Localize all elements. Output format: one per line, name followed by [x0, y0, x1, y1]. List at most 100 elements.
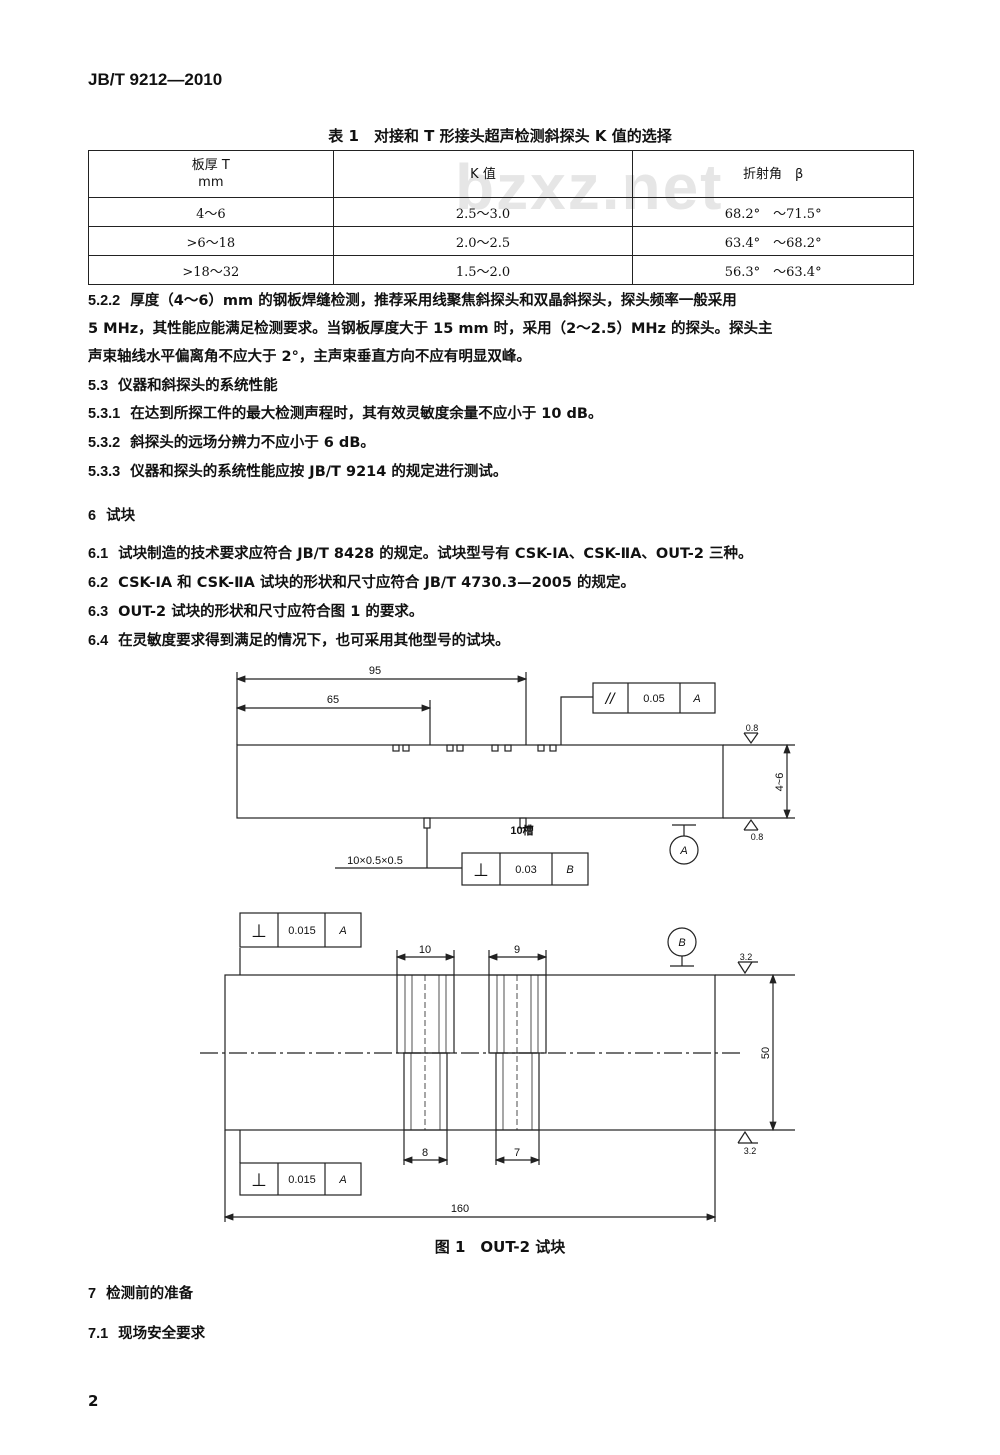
perpendicularity-frame	[461, 852, 589, 886]
header-thickness-line2: mm	[198, 175, 224, 190]
slot-marker	[519, 817, 527, 829]
dim-label-10: 10	[419, 944, 431, 956]
para-5-3-3: 5.3.3 仪器和探头的系统性能应按 JB/T 9214 的规定进行测试。	[88, 458, 507, 486]
datum-label-b: B	[678, 937, 685, 949]
para-text: 检测前的准备	[106, 1286, 194, 1302]
slot-marker	[423, 817, 431, 829]
cell-thickness: 4～6	[88, 197, 334, 227]
para-text: 在灵敏度要求得到满足的情况下，也可采用其他型号的试块。	[118, 633, 510, 649]
cell-thickness: >6～18	[88, 226, 334, 256]
perp-datum: B	[566, 864, 573, 876]
para-number: 7.1	[88, 1326, 109, 1342]
dim-label-9: 9	[514, 944, 520, 956]
slot	[491, 744, 499, 752]
para-5-2-2-line3: 声束轴线水平偏离角不应大于 2°，主声束垂直方向不应有明显双峰。	[88, 349, 531, 365]
table-row: 4～6 2.5～3.0 68.2° ～71.5°	[88, 197, 914, 227]
perp-tolerance-top: 0.015	[288, 925, 316, 937]
dim-label-95: 95	[369, 665, 381, 677]
table-row: >18～32 1.5～2.0 56.3° ～63.4°	[88, 255, 914, 285]
para-6-1: 6.1 试块制造的技术要求应符合 JB/T 8428 的规定。试块型号有 CSK-…	[88, 540, 752, 568]
para-number: 6.3	[88, 604, 109, 620]
para-number: 5.3	[88, 378, 109, 394]
k-value-table: 板厚 T mm K 值 折射角 β 4～6 2.5～3.0 68.2° ～71.…	[88, 150, 914, 285]
para-number: 6.1	[88, 546, 109, 562]
parallel-tolerance: 0.05	[643, 693, 664, 705]
dim-label-thickness: 4~6	[774, 773, 786, 792]
para-number: 5.2.2	[88, 293, 121, 309]
table-row: >6～18 2.0～2.5 63.4° ～68.2°	[88, 226, 914, 256]
slot	[392, 744, 400, 752]
perp-symbol-top: ⊥	[251, 921, 267, 941]
perp-datum-top: A	[338, 925, 346, 937]
figure-1-drawing: 95 65 // 0.05 A 10槽 10×0.5×0.5 ⊥ 0.03 B …	[200, 665, 795, 1222]
para-text: 仪器和探头的系统性能应按 JB/T 9214 的规定进行测试。	[130, 464, 508, 480]
hole-lower-2	[495, 1052, 540, 1131]
para-text: 仪器和斜探头的系统性能	[118, 378, 278, 394]
slot	[537, 744, 545, 752]
slots-note: 10槽	[510, 823, 533, 837]
para-5-2-2-line2: 5 MHz，其性能应能满足检测要求。当钢板厚度大于 15 mm 时，采用（2～2…	[88, 321, 773, 337]
para-5-3-2: 5.3.2 斜探头的远场分辨力不应小于 6 dB。	[88, 429, 375, 457]
header-k-value: K 值	[332, 150, 634, 198]
dim-label-8: 8	[422, 1147, 428, 1159]
parallelism-frame	[592, 682, 716, 714]
para-number: 6	[88, 508, 97, 524]
standard-code: JB/T 9212—2010	[88, 70, 223, 89]
para-text: 在达到所探工件的最大检测声程时，其有效灵敏度余量不应小于 10 dB。	[130, 406, 603, 422]
para-number: 6.4	[88, 633, 109, 649]
figure-caption: 图 1 OUT-2 试块	[434, 1238, 566, 1256]
roughness-value: 0.8	[751, 832, 764, 842]
para-text: 斜探头的远场分辨力不应小于 6 dB。	[130, 435, 375, 451]
hole-lower-1	[403, 1052, 448, 1131]
para-number: 5.3.1	[88, 406, 121, 422]
perp-tolerance-bottom: 0.015	[288, 1174, 316, 1186]
slot	[504, 744, 512, 752]
roughness-value: 3.2	[740, 952, 753, 962]
dim-label-50: 50	[760, 1047, 772, 1059]
slot	[456, 744, 464, 752]
datum-label-a: A	[679, 845, 687, 857]
datum-circle-a	[669, 835, 699, 865]
para-5-3-1: 5.3.1 在达到所探工件的最大检测声程时，其有效灵敏度余量不应小于 10 dB。	[88, 400, 602, 428]
table-header-row: 板厚 T mm K 值 折射角 β	[88, 150, 914, 198]
perpendicularity-frame-bottom	[239, 1162, 362, 1196]
table-title: 表 1 对接和 T 形接头超声检测斜探头 K 值的选择	[328, 127, 672, 145]
roughness-symbol	[737, 961, 753, 975]
header-thickness-line1: 板厚 T	[191, 158, 230, 173]
hole-upper-1	[396, 974, 455, 1054]
leader-line	[560, 696, 593, 745]
perp-symbol: ⊥	[473, 860, 489, 880]
para-text: CSK-ⅠA 和 CSK-ⅡA 试块的形状和尺寸应符合 JB/T 4730.3—…	[118, 575, 635, 591]
dim-label-65: 65	[327, 694, 339, 706]
dim-label-7: 7	[514, 1147, 520, 1159]
para-number: 5.3.3	[88, 464, 121, 480]
dim-label-160: 160	[451, 1203, 469, 1215]
cell-angle: 68.2° ～71.5°	[632, 197, 914, 227]
para-text: 试块	[106, 508, 136, 524]
para-text: 试块制造的技术要求应符合 JB/T 8428 的规定。试块型号有 CSK-ⅠA、…	[118, 546, 753, 562]
cell-k: 1.5～2.0	[332, 255, 634, 285]
slot	[549, 744, 557, 752]
perpendicularity-frame-top	[239, 912, 362, 948]
roughness-value: 0.8	[746, 723, 759, 733]
para-number: 5.3.2	[88, 435, 121, 451]
cell-k: 2.0～2.5	[332, 226, 634, 256]
slot	[446, 744, 454, 752]
cell-angle: 56.3° ～63.4°	[632, 255, 914, 285]
perp-datum-bottom: A	[338, 1174, 346, 1186]
hole-upper-2	[488, 974, 547, 1054]
cell-k: 2.5～3.0	[332, 197, 634, 227]
header-angle: 折射角 β	[632, 150, 914, 198]
header-thickness: 板厚 T mm	[88, 150, 334, 198]
perp-tolerance: 0.03	[515, 864, 536, 876]
slot-size-label: 10×0.5×0.5	[347, 855, 403, 867]
roughness-symbol	[743, 818, 759, 831]
section-6-heading: 6 试块	[88, 502, 135, 530]
parallel-datum: A	[692, 693, 700, 705]
section-5-3: 5.3 仪器和斜探头的系统性能	[88, 372, 278, 400]
parallel-symbol: //	[605, 691, 616, 708]
slot	[402, 744, 410, 752]
